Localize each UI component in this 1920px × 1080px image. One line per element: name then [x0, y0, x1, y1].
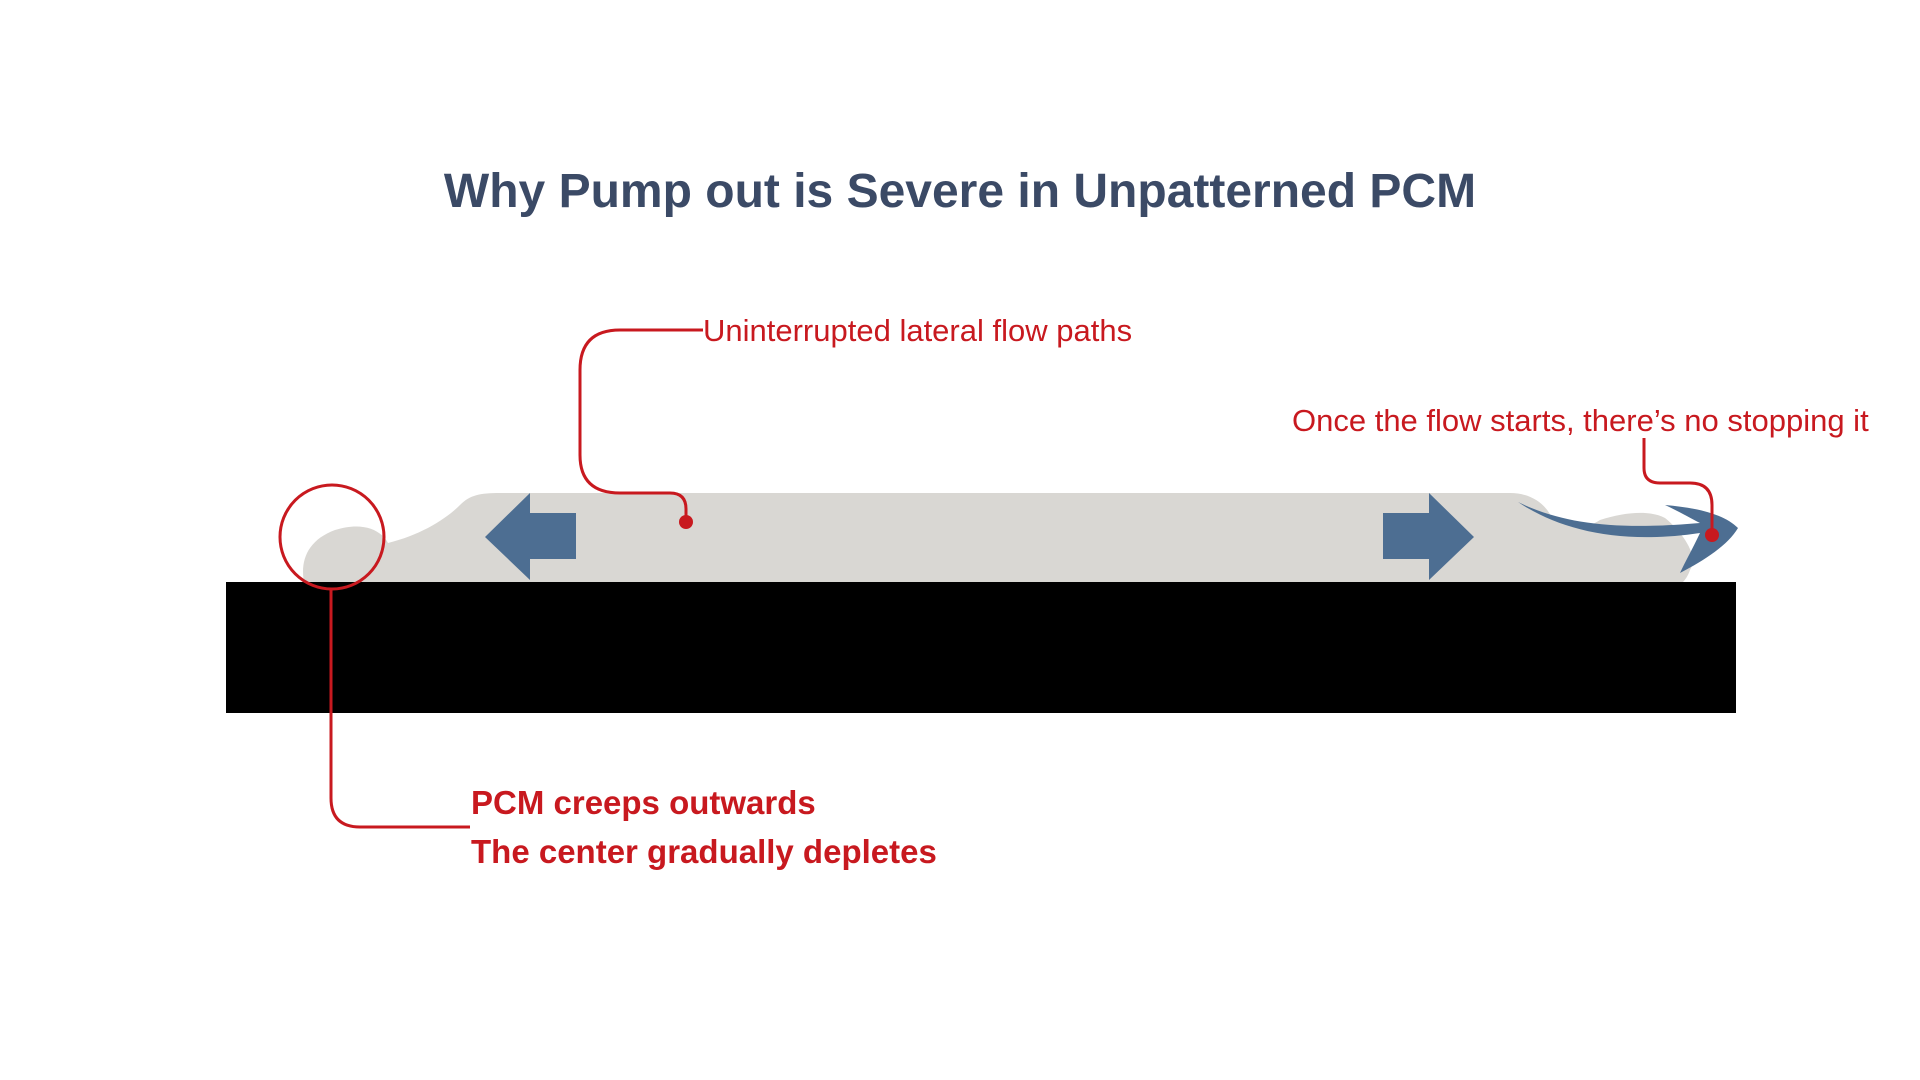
flow-paths-label: Uninterrupted lateral flow paths — [703, 313, 1132, 348]
creeps-label: PCM creeps outwards — [471, 784, 816, 821]
left-flow-arrow — [485, 493, 576, 580]
no-stopping-label: Once the flow starts, there’s no stoppin… — [1292, 403, 1869, 438]
creep-leader-line — [329, 589, 470, 829]
diagram-title: Why Pump out is Severe in Unpatterned PC… — [444, 165, 1476, 218]
no-stopping-marker-dot — [1705, 528, 1719, 542]
flow-paths-marker-dot — [679, 515, 693, 529]
depletes-label: The center gradually depletes — [471, 833, 937, 870]
pcm-layer — [303, 493, 1693, 582]
flow-paths-leader-line — [578, 328, 703, 520]
no-stopping-leader-line — [1642, 438, 1714, 532]
right-flow-arrow — [1383, 493, 1474, 580]
substrate — [226, 582, 1736, 713]
